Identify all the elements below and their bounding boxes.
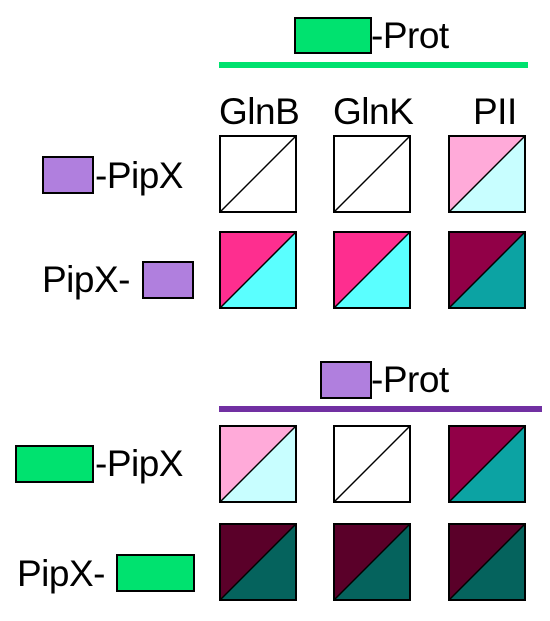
split-cell-graphic <box>333 135 411 213</box>
bottom-row2-label: PipX- <box>17 553 105 594</box>
split-cell-graphic <box>219 231 297 309</box>
cell-border <box>333 523 411 601</box>
cell-top-r1-glnb <box>219 135 297 213</box>
cell-top-r1-pii <box>448 135 526 213</box>
cell-diagonal <box>448 231 526 309</box>
split-cell-graphic <box>333 231 411 309</box>
split-cell-graphic <box>333 523 411 601</box>
cell-border <box>448 135 526 213</box>
split-cell-graphic <box>219 135 297 213</box>
column-label-glnb: GlnB <box>219 91 300 132</box>
cell-top-r2-glnb <box>219 231 297 309</box>
split-cell-graphic <box>448 425 526 503</box>
cell-border <box>219 425 297 503</box>
cell-diagonal <box>219 425 297 503</box>
cell-border <box>219 523 297 601</box>
cell-bottom-r2-glnk <box>333 523 411 601</box>
cell-diagonal <box>333 231 411 309</box>
cell-bottom-r1-pii <box>448 425 526 503</box>
cell-bottom-r2-pii <box>448 523 526 601</box>
cell-border <box>219 231 297 309</box>
cell-diagonal <box>333 135 411 213</box>
bottom-row1-green-tag <box>15 445 94 483</box>
top-header-rule <box>219 62 528 68</box>
bottom-header-rule <box>219 406 542 412</box>
cell-border <box>448 231 526 309</box>
bottom-header-purple-tag <box>320 361 372 399</box>
bottom-header-label: -Prot <box>371 359 449 400</box>
bottom-row1-label: -PipX <box>95 443 183 484</box>
cell-diagonal <box>333 523 411 601</box>
cell-border <box>219 135 297 213</box>
top-header-green-tag <box>294 17 372 54</box>
split-cell-graphic <box>333 425 411 503</box>
split-cell-graphic <box>448 523 526 601</box>
cell-border <box>333 135 411 213</box>
cell-border <box>448 523 526 601</box>
split-cell-graphic <box>219 425 297 503</box>
top-row2-label: PipX- <box>42 259 130 300</box>
cell-bottom-r2-glnb <box>219 523 297 601</box>
top-row2-purple-tag <box>142 261 194 299</box>
cell-diagonal <box>333 425 411 503</box>
top-row1-purple-tag <box>42 156 94 194</box>
column-label-glnk: GlnK <box>333 91 414 132</box>
cell-diagonal <box>219 523 297 601</box>
cell-diagonal <box>448 523 526 601</box>
cell-top-r2-pii <box>448 231 526 309</box>
cell-diagonal <box>219 231 297 309</box>
cell-bottom-r1-glnb <box>219 425 297 503</box>
split-cell-graphic <box>448 231 526 309</box>
bottom-row2-green-tag <box>116 554 195 592</box>
split-cell-graphic <box>219 523 297 601</box>
cell-diagonal <box>448 425 526 503</box>
cell-border <box>333 425 411 503</box>
split-cell-graphic <box>448 135 526 213</box>
cell-border <box>448 425 526 503</box>
top-row1-label: -PipX <box>95 155 183 196</box>
top-header-label: -Prot <box>371 15 449 56</box>
cell-top-r1-glnk <box>333 135 411 213</box>
cell-diagonal <box>448 135 526 213</box>
column-label-pii: PII <box>473 91 517 132</box>
cell-top-r2-glnk <box>333 231 411 309</box>
cell-border <box>333 231 411 309</box>
cell-bottom-r1-glnk <box>333 425 411 503</box>
cell-diagonal <box>219 135 297 213</box>
